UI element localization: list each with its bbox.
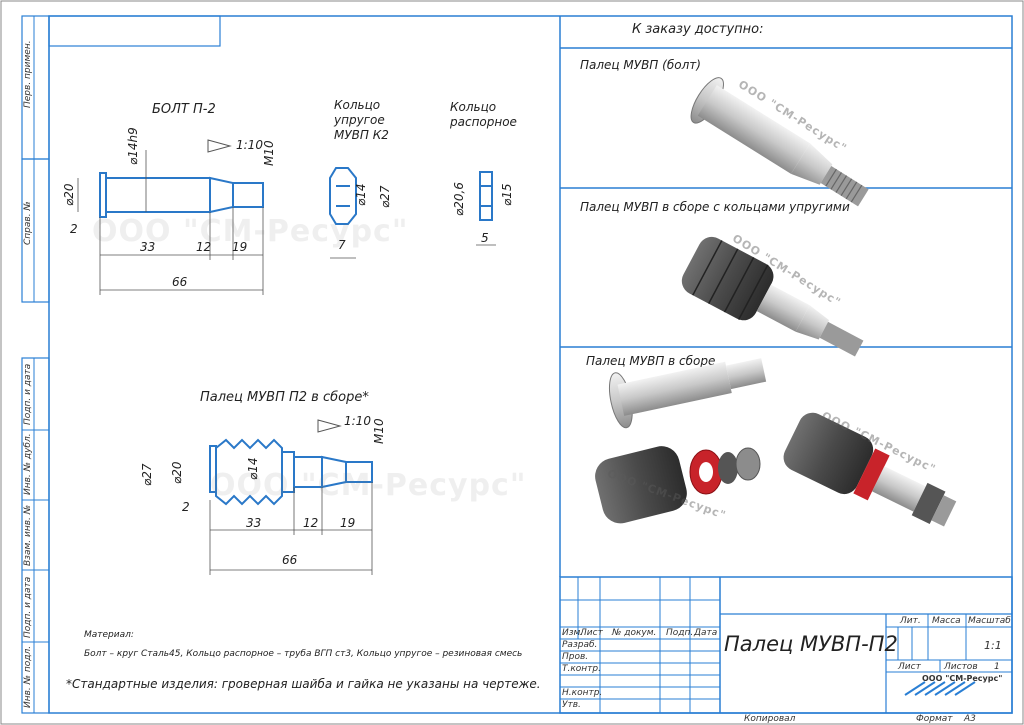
company-logo-text: ООО "СМ-Ресурс" — [922, 674, 1003, 683]
bolt-title: БОЛТ П-2 — [152, 102, 216, 117]
tb-row-checked: Пров. — [562, 652, 589, 662]
dim-l2: 12 — [196, 240, 212, 254]
dim-l3: 19 — [232, 240, 248, 254]
tb-lit: Лит. — [900, 616, 921, 626]
tb-row-approved: Утв. — [562, 700, 581, 710]
tb-sheet: Лист — [898, 662, 921, 672]
dim-asm-l3: 19 — [340, 516, 356, 530]
taper-symbol — [207, 139, 232, 153]
tb-scale: 1:1 — [984, 639, 1002, 652]
tb-sheets-count: 1 — [994, 662, 1000, 672]
dim-asm-l2: 12 — [303, 516, 319, 530]
material-title: Материал: — [84, 630, 134, 640]
watermark: ООО "СМ-Ресурс" — [210, 468, 527, 503]
dim-taper: 1:10 — [236, 138, 263, 152]
tb-col-doc: № докум. — [612, 628, 657, 638]
tb-sheets: Листов — [944, 662, 978, 672]
photo-assembly-bolt — [608, 358, 767, 429]
tb-scale-label: Масштаб — [968, 616, 1011, 626]
dim-total: 66 — [172, 275, 188, 289]
spacer-ring-title: Кольцо распорное — [450, 100, 517, 129]
photo-bolt — [690, 77, 869, 207]
tb-format-label: Формат — [916, 714, 953, 724]
tb-col-list: Лист — [580, 628, 603, 638]
item-title-with-rings: Палец МУВП в сборе с кольцами упругими — [580, 200, 850, 214]
footnote: *Стандартные изделия: гроверная шайба и … — [66, 677, 541, 691]
watermark: ООО "СМ-Ресурс" — [92, 214, 409, 249]
tb-col-date: Дата — [694, 628, 718, 638]
dim-asm-taper: 1:10 — [344, 414, 371, 428]
dim-head-len: 2 — [70, 222, 78, 236]
photo-assembly-complete — [783, 412, 957, 527]
spacer-ring-outline — [479, 171, 493, 221]
dim-ring-width: 7 — [338, 238, 346, 252]
photo-bolt-with-rings — [681, 236, 864, 357]
tb-row-tcontrol: Т.контр. — [562, 664, 602, 674]
part-name: Палец МУВП-П2 — [724, 632, 898, 656]
item-title-bolt: Палец МУВП (болт) — [580, 58, 701, 72]
assembly-title: Палец МУВП П2 в сборе* — [200, 390, 369, 405]
dimension-lines — [77, 150, 496, 575]
dim-asm-head-len: 2 — [182, 500, 190, 514]
assembly-outline — [209, 438, 373, 506]
panel-header: К заказу доступно: — [632, 22, 764, 37]
tb-format: А3 — [964, 714, 976, 724]
material-text: Болт – круг Сталь45, Кольцо распорное – … — [84, 649, 523, 659]
tb-row-ncontrol: Н.контр. — [562, 688, 603, 698]
tb-col-izm: Изм. — [562, 628, 584, 638]
tb-row-developer: Разраб. — [562, 640, 598, 650]
taper-symbol — [317, 419, 342, 433]
dim-asm-l1: 33 — [246, 516, 262, 530]
dim-asm-total: 66 — [282, 553, 298, 567]
dim-l1: 33 — [140, 240, 156, 254]
tb-col-sign: Подп. — [666, 628, 694, 638]
tb-mass: Масса — [932, 616, 961, 626]
dim-spacer-width: 5 — [481, 231, 489, 245]
item-title-assembly: Палец МУВП в сборе — [586, 354, 716, 368]
photo-assembly-rings — [595, 446, 761, 524]
tb-copied: Копировал — [744, 714, 796, 724]
elastic-ring-title: Кольцо упругое МУВП К2 — [334, 98, 389, 142]
elastic-ring-outline — [329, 167, 357, 225]
